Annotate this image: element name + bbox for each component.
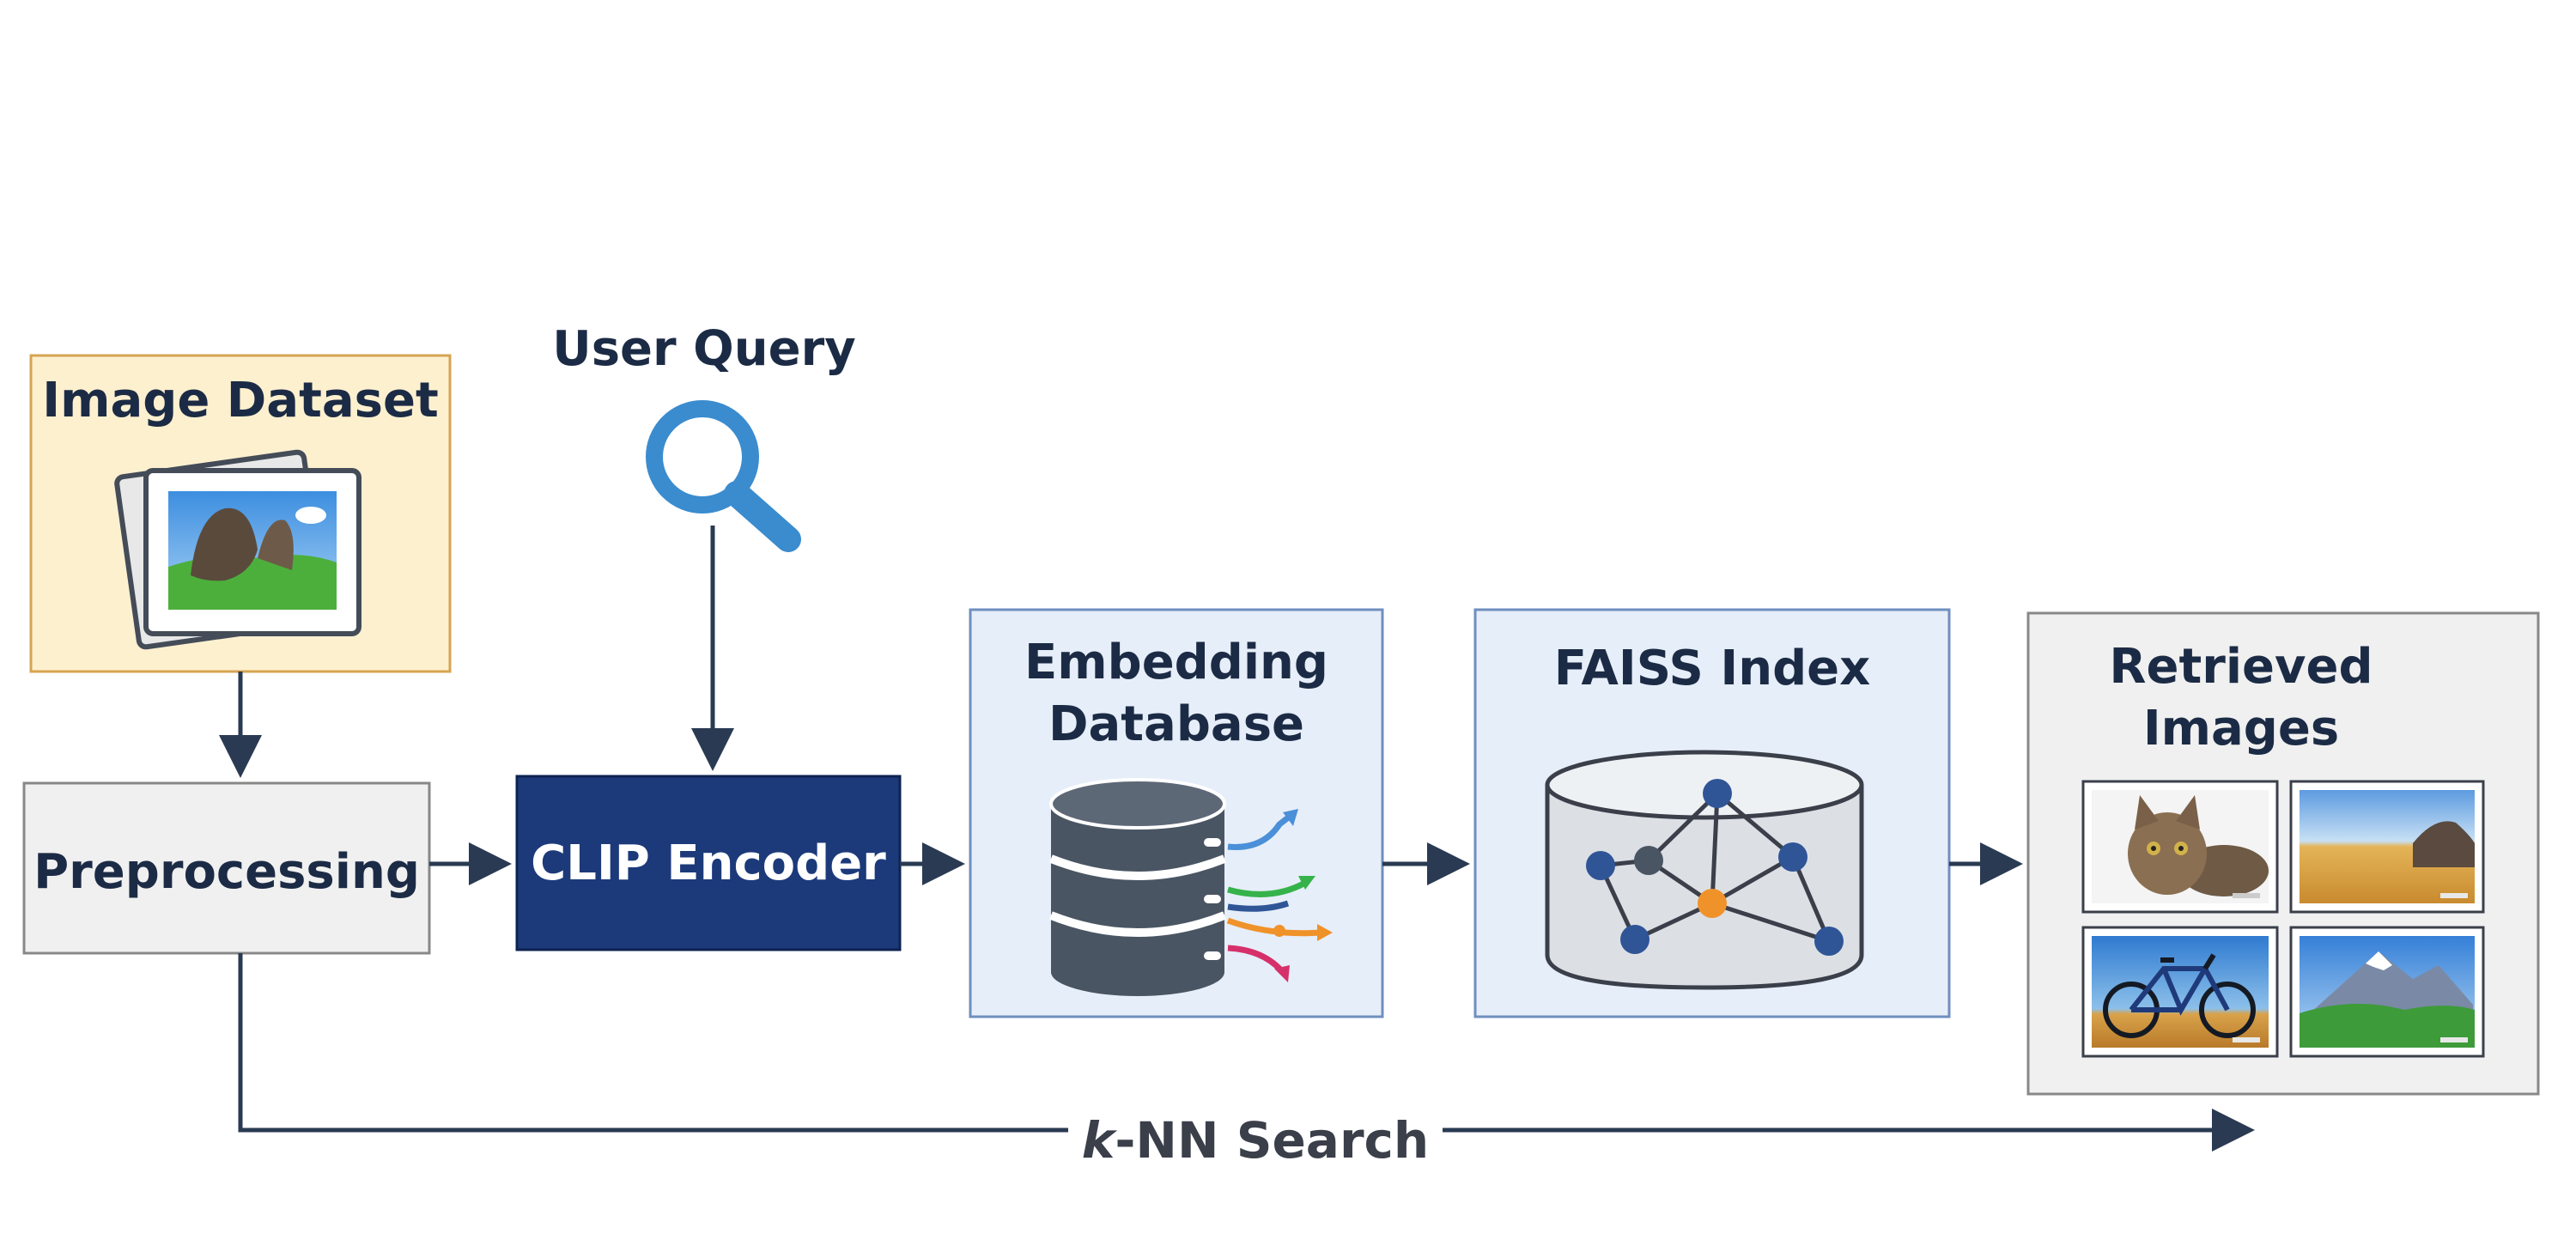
faiss-index-label: FAISS Index [1554, 641, 1871, 696]
retrieved-images-label-line2: Images [2143, 701, 2339, 757]
knn-search-label: k-NN Search [1082, 1111, 1429, 1170]
embedding-database-label-line1: Embedding [1024, 635, 1328, 690]
faiss-graph-icon [1545, 750, 1864, 990]
result-thumbnail-bicycle [2081, 926, 2279, 1058]
result-thumbnail-mountain [2289, 926, 2485, 1058]
image-dataset-label: Image Dataset [42, 373, 438, 428]
magnifier-icon [646, 400, 801, 552]
preprocessing-node: Preprocessing [22, 781, 431, 955]
flow-arrows [219, 526, 2255, 1152]
user-query-label: User Query [552, 321, 855, 377]
embedding-vectors-icon [1226, 809, 1333, 982]
database-icon [1049, 778, 1226, 996]
result-thumbnail-beach [2289, 780, 2485, 914]
clip-encoder-node: CLIP Encoder [515, 775, 902, 951]
knn-search-label-rest: -NN Search [1115, 1111, 1429, 1170]
image-dataset-node: Image Dataset [29, 354, 452, 673]
faiss-index-node: FAISS Index [1473, 608, 1951, 1018]
result-thumbnail-cat [2081, 780, 2279, 914]
preprocessing-label: Preprocessing [33, 844, 420, 900]
user-query-node: User Query [552, 321, 856, 552]
knn-search-label-k: k [1082, 1111, 1118, 1170]
photo-stack-icon [114, 449, 361, 650]
embedding-database-label-line2: Database [1048, 696, 1304, 752]
clip-encoder-label: CLIP Encoder [531, 836, 886, 891]
embedding-database-node: Embedding Database [969, 608, 1384, 1018]
arrow-knn-search-left [238, 953, 1068, 1133]
retrieved-images-label-line1: Retrieved [2109, 639, 2372, 695]
retrieved-images-node: Retrieved Images [2026, 611, 2540, 1096]
